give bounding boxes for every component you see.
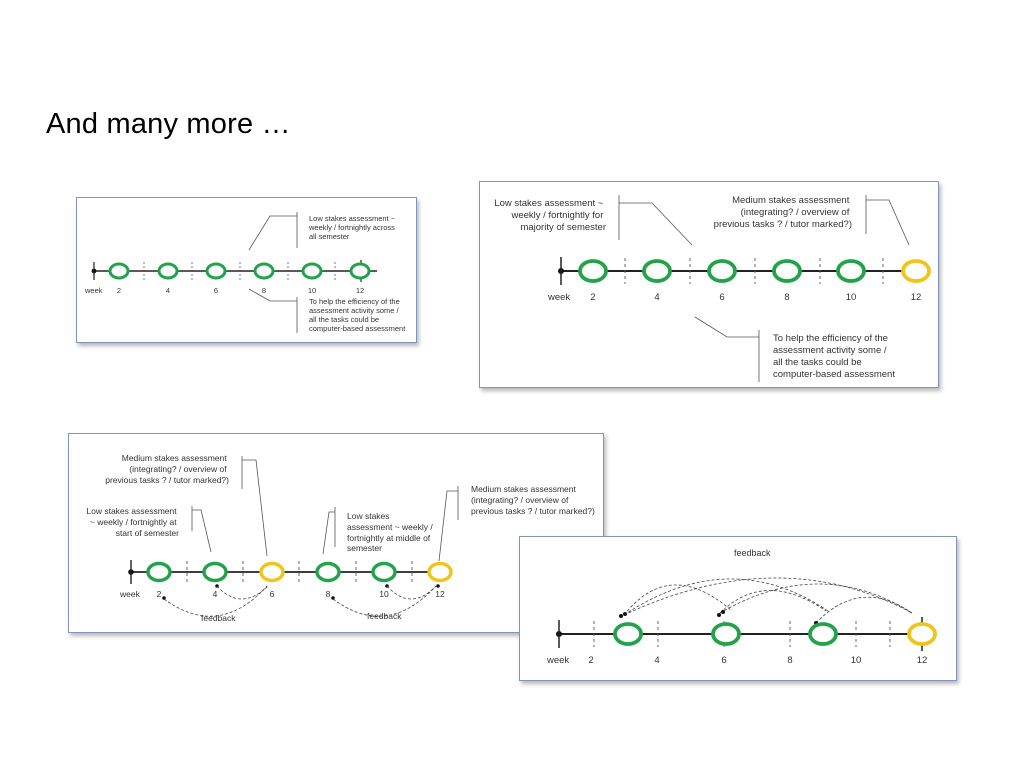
week-tick-label: 6 xyxy=(721,655,726,666)
week-tick-label: 8 xyxy=(787,655,792,666)
timeline-panel-large: Low stakes assessment ~ weekly / fortnig… xyxy=(479,181,939,388)
low-stakes-node xyxy=(301,262,323,280)
timeline-panel-mixed: Medium stakes assessment (integrating? /… xyxy=(68,433,604,633)
week-tick-label: 6 xyxy=(214,286,218,295)
medium-stakes-node xyxy=(259,561,285,583)
feedback-origin-dot xyxy=(717,613,721,617)
feedback-label: feedback xyxy=(201,613,236,623)
timeline-diagram-large: Low stakes assessment ~ weekly / fortnig… xyxy=(494,195,931,382)
note-efficiency: To help the efficiency of the assessment… xyxy=(773,333,895,380)
week-axis-label: week xyxy=(546,655,569,666)
feedback-origin-dot xyxy=(436,584,440,588)
note-efficiency: To help the efficiency of the assessment… xyxy=(309,297,406,333)
low-stakes-node xyxy=(711,622,741,646)
feedback-origin-dot xyxy=(623,612,627,616)
note-low-stakes: Low stakes assessment ~ weekly / fortnig… xyxy=(308,214,397,241)
week-tick-label: 4 xyxy=(166,286,170,295)
week-tick-label: 2 xyxy=(588,655,593,666)
timeline-diagram-mixed: Medium stakes assessment (integrating? /… xyxy=(86,453,595,623)
week-tick-label: 4 xyxy=(654,292,659,303)
timeline-panel-feedback: feedback xyxy=(519,536,957,681)
medium-stakes-node xyxy=(427,561,453,583)
note-medium-stakes: Medium stakes assessment (integrating? /… xyxy=(105,453,229,485)
week-tick-label: 2 xyxy=(590,292,595,303)
week-tick-label: 12 xyxy=(435,589,445,599)
week-tick-label: 4 xyxy=(654,655,659,666)
week-tick-label: 10 xyxy=(308,286,316,295)
week-tick-label: 12 xyxy=(917,655,928,666)
low-stakes-node xyxy=(253,262,275,280)
low-stakes-node xyxy=(108,262,130,280)
week-tick-label: 6 xyxy=(719,292,724,303)
feedback-label: feedback xyxy=(734,548,771,558)
note-low-stakes: Low stakes assessment ~ weekly / fortnig… xyxy=(494,198,606,233)
low-stakes-node xyxy=(349,262,371,280)
week-tick-label: 8 xyxy=(262,286,266,295)
timeline-diagram-small: Low stakes assessment ~ weekly / fortnig… xyxy=(84,212,406,333)
week-tick-label: 8 xyxy=(326,589,331,599)
callout-lines xyxy=(248,212,298,333)
feedback-origin-dot xyxy=(331,596,335,600)
week-axis-label: week xyxy=(547,292,570,303)
feedback-label: feedback xyxy=(367,611,402,621)
week-tick-label: 8 xyxy=(784,292,789,303)
week-tick-label: 10 xyxy=(851,655,862,666)
week-axis-label: week xyxy=(119,589,141,599)
low-stakes-node xyxy=(202,561,228,583)
note-medium-stakes: Medium stakes assessment (integrating? /… xyxy=(471,484,595,516)
feedback-arrows xyxy=(163,585,437,617)
low-stakes-node xyxy=(315,561,341,583)
low-stakes-node xyxy=(613,622,643,646)
week-tick-label: 2 xyxy=(157,589,162,599)
feedback-origin-dot xyxy=(619,614,623,618)
low-stakes-node xyxy=(146,561,172,583)
timeline: week 2 4 6 8 10 12 xyxy=(546,617,937,666)
timeline: week 2 4 6 8 10 12 xyxy=(547,257,931,303)
medium-stakes-node xyxy=(901,259,931,283)
low-stakes-node xyxy=(808,622,838,646)
week-tick-label: 6 xyxy=(270,589,275,599)
timeline: week 2 4 6 8 10 12 xyxy=(84,260,377,295)
timeline-diagram-feedback: feedback xyxy=(546,548,937,666)
week-tick-label: 12 xyxy=(356,286,364,295)
week-tick-label: 10 xyxy=(379,589,389,599)
low-stakes-node xyxy=(707,259,737,283)
low-stakes-node xyxy=(836,259,866,283)
feedback-origin-dot xyxy=(162,596,166,600)
low-stakes-node xyxy=(371,561,397,583)
week-tick-label: 4 xyxy=(213,589,218,599)
low-stakes-node xyxy=(157,262,179,280)
low-stakes-node xyxy=(578,259,608,283)
feedback-arrows xyxy=(623,577,913,624)
low-stakes-node xyxy=(772,259,802,283)
timeline-panel-small: Low stakes assessment ~ weekly / fortnig… xyxy=(76,197,417,343)
slide-title: And many more … xyxy=(46,108,291,140)
feedback-origin-dot xyxy=(721,610,725,614)
note-low-stakes-start: Low stakes assessment ~ weekly / fortnig… xyxy=(86,506,179,538)
medium-stakes-node xyxy=(907,622,937,646)
low-stakes-node xyxy=(642,259,672,283)
week-tick-label: 12 xyxy=(911,292,922,303)
note-medium-stakes: Medium stakes assessment (integrating? /… xyxy=(714,195,852,230)
low-stakes-node xyxy=(205,262,227,280)
timeline: week 2 4 6 8 10 12 feedback feedback xyxy=(119,560,453,623)
callout-lines xyxy=(191,456,459,562)
week-axis-label: week xyxy=(84,286,103,295)
callout-lines xyxy=(618,195,910,382)
week-tick-label: 10 xyxy=(846,292,857,303)
week-tick-label: 2 xyxy=(117,286,121,295)
note-low-stakes-middle: Low stakes assessment ~ weekly / fortnig… xyxy=(347,511,435,553)
